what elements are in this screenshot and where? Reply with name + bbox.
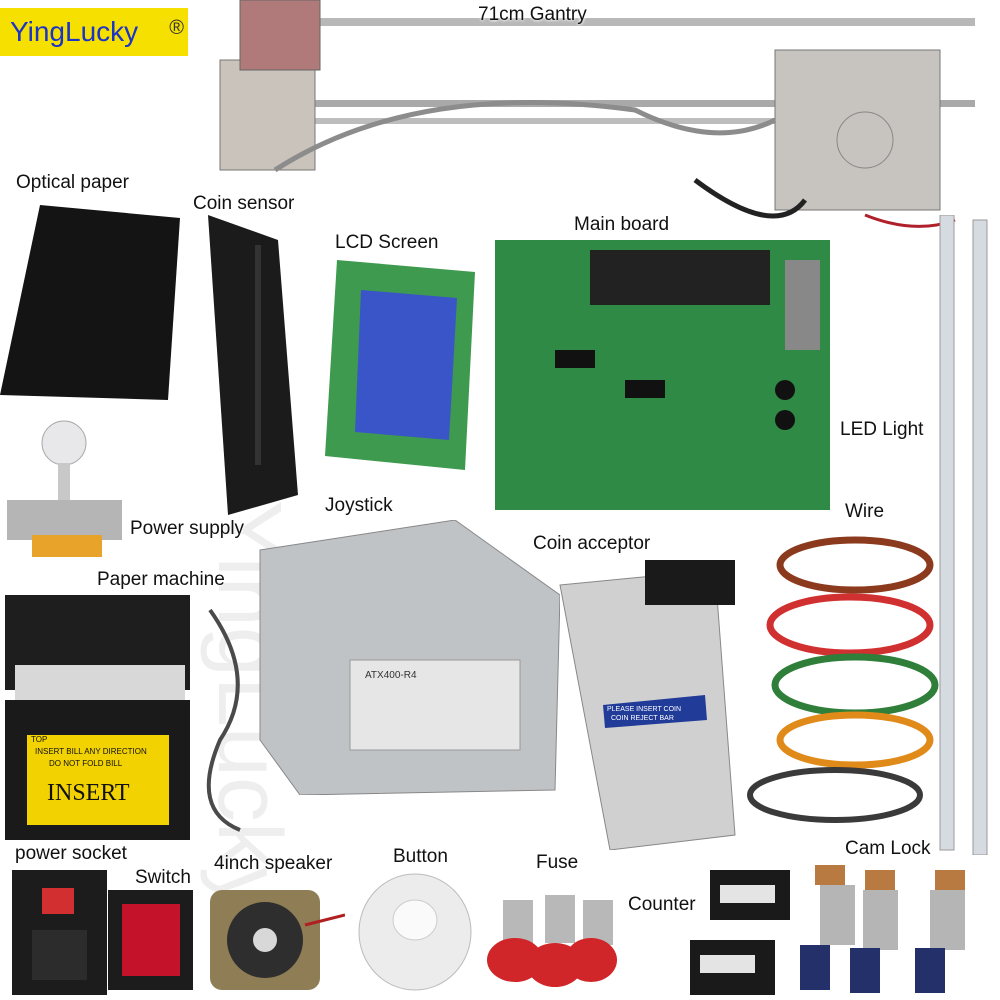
button-label: Button — [393, 846, 448, 867]
counter-label: Counter — [628, 894, 696, 915]
coin-sensor-image — [200, 215, 310, 515]
switch-label: Switch — [135, 867, 191, 888]
bill-line2-text: DO NOT FOLD BILL — [49, 759, 123, 768]
cam-lock-label: Cam Lock — [845, 838, 931, 859]
paper-machine-image: TOP INSERT BILL ANY DIRECTION DO NOT FOL… — [5, 595, 200, 840]
coin-acceptor-image: PLEASE INSERT COIN COIN REJECT BAR — [555, 560, 755, 850]
brand-logo: YingLucky ® — [0, 8, 188, 56]
coin-acceptor-label: Coin acceptor — [533, 533, 651, 554]
paper-machine-label: Paper machine — [97, 569, 225, 590]
power-socket-label: power socket — [15, 843, 127, 864]
gantry-image — [215, 0, 985, 235]
counter-image — [685, 840, 795, 1000]
main-board-image — [495, 240, 830, 510]
fuse-image — [483, 895, 618, 995]
wire-label: Wire — [845, 501, 885, 522]
led-light-image — [935, 215, 1000, 855]
bill-insert-text: INSERT — [47, 780, 130, 806]
wire-image — [745, 525, 940, 830]
brand-name: YingLucky — [10, 16, 139, 47]
coin-text1: PLEASE INSERT COIN — [607, 706, 682, 713]
button-image — [355, 870, 475, 995]
fuse-label: Fuse — [536, 852, 579, 873]
coin-sensor-label: Coin sensor — [193, 193, 295, 214]
bill-line1-text: INSERT BILL ANY DIRECTION — [35, 747, 147, 756]
power-supply-image: ATX400-R4 — [255, 520, 560, 795]
power-supply-label: Power supply — [130, 518, 245, 539]
psu-model-text: ATX400-R4 — [365, 670, 417, 681]
registered-mark: ® — [169, 17, 184, 39]
bill-brand-text: TOP — [31, 735, 48, 744]
cam-lock-image — [795, 860, 985, 995]
speaker-label: 4inch speaker — [214, 853, 333, 874]
paper-machine-cable-image — [180, 590, 265, 835]
optical-paper-image — [0, 200, 185, 400]
lcd-screen-label: LCD Screen — [335, 232, 439, 253]
coin-text2: COIN REJECT BAR — [611, 715, 674, 722]
joystick-image — [2, 415, 127, 565]
optical-paper-label: Optical paper — [16, 172, 130, 193]
switch-image — [108, 890, 193, 990]
power-socket-image — [12, 870, 107, 995]
joystick-label: Joystick — [325, 495, 393, 516]
speaker-image — [205, 885, 345, 995]
lcd-screen-image — [325, 260, 475, 470]
main-board-label: Main board — [574, 214, 670, 235]
led-light-label: LED Light — [840, 419, 924, 440]
gantry-label: 71cm Gantry — [478, 4, 587, 25]
